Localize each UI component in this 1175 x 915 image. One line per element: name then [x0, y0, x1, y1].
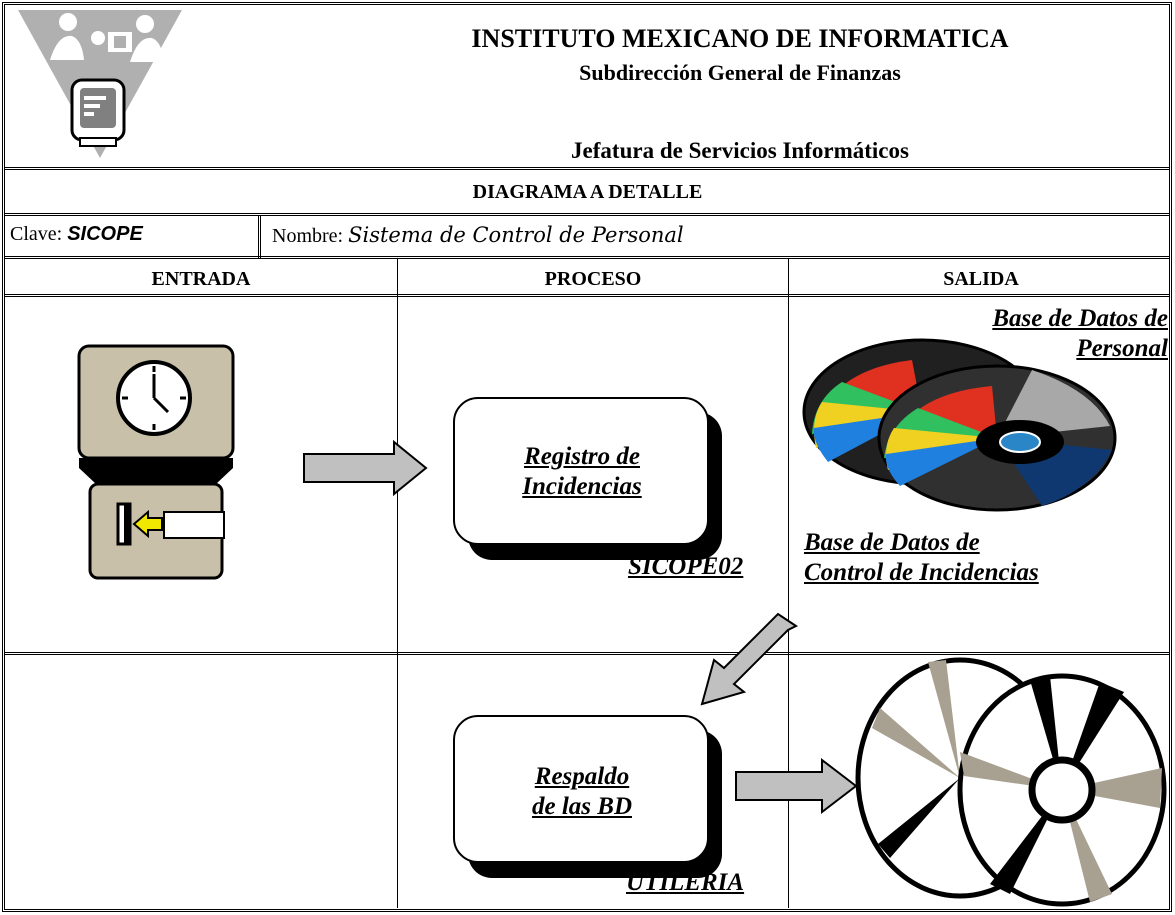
clave-value: SICOPE [67, 223, 143, 245]
nombre-label: Nombre: [272, 225, 344, 247]
identity-separator [258, 215, 261, 258]
title-divider [5, 213, 1169, 216]
output-label-incidencias: Base de Datos de Control de Incidencias [804, 528, 1039, 588]
nombre-value: Sistema de Control de Personal [348, 223, 684, 247]
output-incidencias-line2: Control de Incidencias [804, 559, 1039, 586]
process-label-respaldo: Respaldo de las BD [452, 762, 712, 822]
process-registro-line2: Incidencias [522, 473, 642, 500]
output-personal-line2: Personal [1076, 335, 1168, 362]
row-divider [5, 652, 1169, 655]
process-label-registro: Registro de Incidencias [452, 442, 712, 502]
output-label-personal: Base de Datos de Personal [858, 304, 1168, 364]
nombre-field: Nombre: Sistema de Control de Personal [272, 223, 684, 248]
col-divider-2 [788, 258, 789, 908]
clave-label: Clave: [10, 223, 63, 245]
column-header-entrada: ENTRADA [151, 268, 251, 290]
output-incidencias-line1: Base de Datos de [804, 529, 980, 556]
col-divider-1 [397, 258, 398, 908]
process-box-registro [453, 397, 722, 560]
process-respaldo-line2: de las BD [532, 793, 632, 820]
colhead-divider-2 [5, 296, 1169, 298]
program-utileria: UTILERIA [626, 869, 745, 896]
section-title: DIAGRAMA A DETALLE [472, 181, 703, 203]
header-divider [5, 167, 1169, 170]
column-header-proceso: PROCESO [544, 268, 642, 290]
logo-people-computer-icon [18, 10, 182, 158]
backup-disks-icon [855, 657, 1167, 907]
database-disks-icon [802, 338, 1117, 512]
process-registro-line1: Registro de [524, 443, 640, 470]
arrow-salida-to-respaldo [700, 612, 798, 706]
process-box-respaldo [453, 715, 722, 878]
identity-divider [5, 256, 1169, 259]
arrow-entrada-to-proceso [303, 439, 428, 497]
arrow-respaldo-to-output [735, 757, 858, 815]
process-respaldo-line1: Respaldo [534, 763, 630, 790]
subdirection-title: Subdirección General de Finanzas [579, 60, 901, 85]
output-personal-line1: Base de Datos de [992, 305, 1168, 332]
column-header-salida: SALIDA [943, 268, 1019, 290]
time-clock-icon [77, 344, 235, 580]
institute-title: INSTITUTO MEXICANO DE INFORMATICA [471, 24, 1009, 53]
department-title: Jefatura de Servicios Informáticos [571, 138, 909, 163]
program-sicope02: SICOPE02 [628, 553, 744, 580]
colhead-divider [5, 294, 1169, 295]
clave-field: Clave: SICOPE [10, 223, 143, 246]
